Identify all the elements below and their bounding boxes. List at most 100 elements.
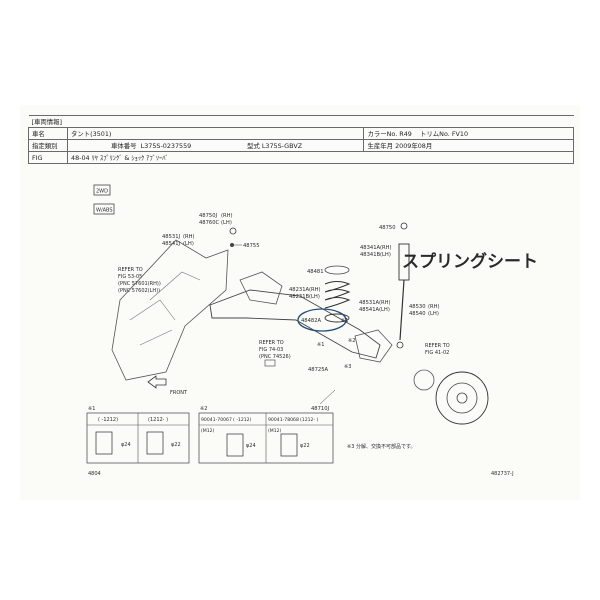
spring-upper-seat	[324, 265, 350, 275]
shock-top-nut	[400, 222, 408, 230]
fig-value: 48-04 ﾘﾔ ｽﾌﾟﾘﾝｸﾞ & ｼｮｯｸ ｱﾌﾞｿｰﾊﾞ	[67, 151, 574, 164]
axle-beam-drawing	[209, 289, 381, 359]
nut-drawing-2	[146, 431, 164, 455]
vehicle-info-table: [車両情報] 車名 タント(3501) カラーNo. R49 トリムNo. FV…	[28, 115, 574, 164]
bottom-t2-pn2-range: (1212- )	[300, 417, 319, 423]
label-lh-6: (LH)	[428, 311, 439, 317]
badge-abs-box	[93, 203, 115, 215]
shock-bottom-bushing	[396, 341, 404, 349]
ref3-fig: FIG 41-02	[425, 350, 449, 356]
color-label: カラーNo.	[367, 130, 398, 138]
hub-center	[456, 392, 468, 404]
ref2-fig: FIG 74-03	[259, 347, 283, 353]
label-48725a: 48725A	[308, 367, 329, 373]
mark-2-a: ※2	[348, 338, 355, 344]
label-48481: 48481	[307, 269, 324, 275]
label-48540: 48540	[409, 311, 426, 317]
brake-drum-inner	[446, 382, 478, 414]
catalog-sheet	[20, 105, 580, 500]
label-48750: 48750	[379, 225, 396, 231]
production-label: 生産年月	[367, 142, 394, 150]
label-48541a: 48541A	[359, 307, 380, 313]
frame-value: L375S-0237559	[140, 142, 192, 150]
model-label: 型式	[247, 142, 260, 150]
bushing-part	[229, 227, 237, 235]
coil-spring	[324, 281, 351, 309]
label-48530: 48530	[409, 304, 426, 310]
trim-value: FV10	[451, 130, 469, 138]
nut-drawing-3	[226, 433, 244, 457]
mark-3: ※3	[344, 364, 351, 370]
label-48341a: 48341A	[360, 245, 381, 251]
mark-1-b: ※1	[317, 342, 324, 348]
trailing-arm-left	[239, 271, 283, 305]
nut-part	[230, 243, 234, 247]
label-48750j: 48750J	[199, 213, 218, 219]
nut-drawing-4	[280, 433, 298, 457]
label-48531j: 48531J	[162, 234, 181, 240]
label-rh-4: (RH)	[380, 245, 392, 251]
bottom-t2-pn2: 90041-78068	[268, 417, 299, 423]
label-48231a: 48231A	[289, 287, 310, 293]
label-lh-5: (LH)	[379, 307, 390, 313]
handwritten-annotation: スプリングシート	[402, 251, 538, 272]
bottom-t2-pn1: 90041-70067	[201, 417, 232, 423]
ref2-title: REFER TO	[259, 340, 284, 346]
bottom-mark-1: ※1	[88, 406, 95, 412]
front-label: FRONT	[170, 390, 188, 396]
label-48541j: 48541J	[162, 241, 181, 247]
bottom-t1-col2: (1212- )	[148, 417, 168, 423]
ref2-bracket-part	[264, 359, 276, 367]
bottom-m12-b: (M12)	[268, 428, 282, 434]
leader-48710j	[319, 389, 336, 405]
label-48341b: 48341B	[360, 252, 381, 258]
label-rh-3: (RH)	[309, 287, 321, 293]
ref2-pnc: (PNC 74526)	[259, 354, 291, 360]
hub-bearing	[413, 369, 435, 391]
bottom-t2-pn1-range: ( -1212)	[233, 417, 252, 423]
nut-drawing-1	[95, 431, 113, 455]
bottom-m12-a: (M12)	[201, 428, 215, 434]
label-lh-4: (LH)	[380, 252, 391, 258]
label-48531a: 48531A	[359, 300, 380, 306]
label-48760c: 48760C	[199, 220, 220, 226]
dia-24-a: φ24	[121, 442, 131, 448]
trim-label: トリムNo.	[420, 130, 450, 138]
label-48231b: 48231B	[289, 294, 310, 300]
page-right-number: 482737-J	[491, 471, 514, 477]
ref1-pnc1: (PNC 57601(RH))	[118, 281, 161, 287]
color-value: R49	[399, 130, 412, 138]
shock-rod	[399, 279, 405, 341]
ref1-fig: FIG 53-05	[118, 274, 142, 280]
brake-drum-outer	[435, 371, 489, 425]
ref3-title: REFER TO	[425, 343, 450, 349]
label-48710j: 48710J	[311, 406, 330, 412]
label-lh-1: (LH)	[221, 220, 232, 226]
badge-2wd: 2WD	[96, 189, 108, 195]
body-panel-detail	[129, 271, 201, 346]
label-48755: 48755	[243, 243, 260, 249]
circled-48482a	[297, 308, 347, 332]
dia-22-a: φ22	[171, 442, 181, 448]
dia-22-b: φ22	[300, 443, 310, 449]
trailing-arm-right	[354, 329, 393, 363]
frame-label: 車体番号	[111, 142, 137, 150]
badge-2wd-box	[93, 184, 111, 196]
body-panel-drawing	[111, 239, 229, 381]
front-arrow-icon	[147, 375, 167, 389]
ref1-pnc2: (PNC 57602(LH))	[118, 288, 160, 294]
page-left-number: 4804	[88, 471, 101, 477]
label-rh-1: (RH)	[221, 213, 233, 219]
label-48482a: 48482A	[301, 318, 322, 324]
bottom-t1-col1: ( -1212)	[98, 417, 118, 423]
model-value: L375S-GBVZ	[261, 142, 303, 150]
disassembly-note: ※3 分解、交換不可部品です。	[347, 443, 415, 450]
label-rh-2: (RH)	[183, 234, 195, 240]
spring-lower-seat	[324, 313, 350, 323]
label-rh-6: (RH)	[428, 304, 440, 310]
badge-abs: W/ABS	[96, 208, 113, 214]
label-lh-3: (LH)	[309, 294, 320, 300]
bottom-mark-2: ※2	[200, 406, 207, 412]
production-value: 2009年08月	[395, 142, 433, 150]
label-lh-2: (LH)	[183, 241, 194, 247]
